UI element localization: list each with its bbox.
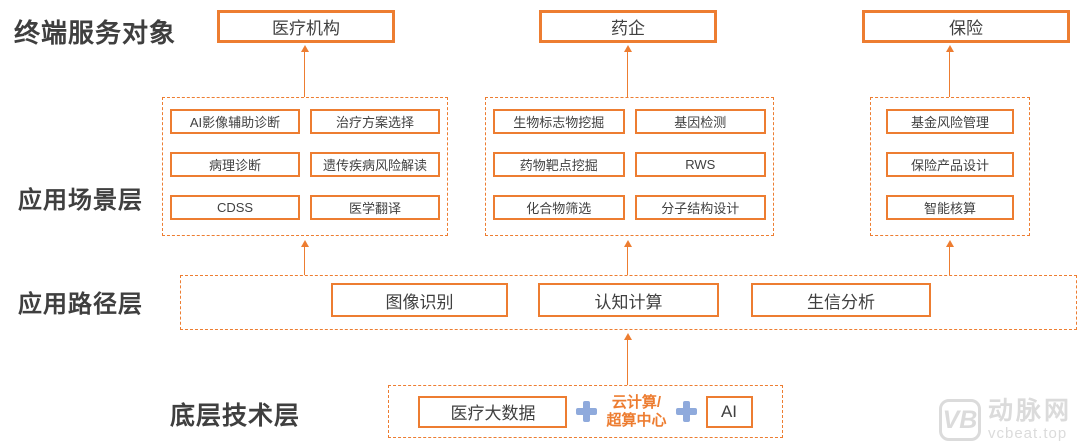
terminal-box-medical-institution: 医疗机构 — [217, 10, 395, 43]
scenario-item-cdss: CDSS — [170, 195, 300, 220]
plus-icon — [576, 401, 598, 422]
scenario-item-smart-accounting: 智能核算 — [886, 195, 1014, 220]
arrow-up-medical — [300, 45, 309, 97]
tech-box-medical-big-data: 医疗大数据 — [418, 395, 568, 428]
row-label-base-technology: 底层技术层 — [170, 402, 301, 430]
tech-label-cloud-supercomputing: 云计算/ 超算中心 — [606, 394, 666, 429]
tech-layer-container: 医疗大数据 云计算/ 超算中心 AI — [388, 385, 783, 438]
watermark-url: vcbeat.top — [987, 425, 1068, 442]
scenario-item-pathology: 病理诊断 — [170, 152, 300, 177]
scenario-item-treatment-plan: 治疗方案选择 — [310, 109, 440, 134]
path-box-bioinformatics: 生信分析 — [751, 283, 931, 317]
watermark-name: 动脉网 — [987, 397, 1072, 425]
arrow-up-insurance — [945, 45, 954, 97]
terminal-box-insurance: 保险 — [862, 10, 1070, 43]
scenario-item-medical-translation: 医学翻译 — [310, 195, 440, 220]
scenario-item-ai-imaging: AI影像辅助诊断 — [170, 109, 300, 134]
arrowhead-icon — [623, 240, 632, 247]
scenario-item-genetic-risk: 遗传疾病风险解读 — [310, 152, 440, 177]
arrowhead-icon — [623, 333, 632, 340]
scenario-item-biomarker-mining: 生物标志物挖掘 — [493, 109, 625, 134]
scenario-grid-pharma: 生物标志物挖掘 基因检测 药物靶点挖掘 RWS 化合物筛选 分子结构设计 — [486, 98, 773, 231]
watermark-text: 动脉网 vcbeat.top — [987, 397, 1072, 442]
scenario-item-insurance-product: 保险产品设计 — [886, 152, 1014, 177]
plus-icon — [675, 401, 697, 422]
scenario-item-gene-testing: 基因检测 — [634, 109, 766, 134]
scenario-group-medical: AI影像辅助诊断 治疗方案选择 病理诊断 遗传疾病风险解读 CDSS 医学翻译 — [162, 97, 448, 236]
arrow-up-to-path-layer — [623, 333, 632, 385]
cloud-line-2: 超算中心 — [606, 411, 667, 429]
arrow-up-pharma — [623, 45, 632, 97]
scenario-item-fund-risk: 基金风险管理 — [886, 109, 1014, 134]
arrowhead-icon — [300, 45, 309, 52]
arrow-up-to-insurance-group — [945, 240, 954, 275]
tech-box-ai: AI — [705, 395, 753, 428]
path-layer-container: 图像识别 认知计算 生信分析 — [180, 275, 1077, 330]
scenario-item-compound-screening: 化合物筛选 — [493, 195, 625, 220]
arrowhead-icon — [623, 45, 632, 52]
watermark: VB 动脉网 vcbeat.top — [938, 397, 1072, 442]
path-box-cognitive-computing: 认知计算 — [538, 283, 719, 317]
row-label-terminal-services: 终端服务对象 — [14, 18, 177, 48]
scenario-grid-insurance: 基金风险管理 保险产品设计 智能核算 — [871, 98, 1029, 231]
arrowhead-icon — [945, 240, 954, 247]
arrowhead-icon — [945, 45, 954, 52]
arrow-up-to-medical-group — [300, 240, 309, 275]
scenario-item-drug-target: 药物靶点挖掘 — [493, 152, 625, 177]
scenario-group-pharma: 生物标志物挖掘 基因检测 药物靶点挖掘 RWS 化合物筛选 分子结构设计 — [485, 97, 774, 236]
vcbeat-logo-icon: VB — [938, 399, 981, 441]
arrow-up-to-pharma-group — [623, 240, 632, 275]
cloud-line-1: 云计算/ — [611, 394, 662, 412]
row-label-application-scenario: 应用场景层 — [18, 187, 143, 214]
scenario-item-molecular-design: 分子结构设计 — [634, 195, 766, 220]
scenario-item-rws: RWS — [634, 152, 766, 177]
scenario-grid-medical: AI影像辅助诊断 治疗方案选择 病理诊断 遗传疾病风险解读 CDSS 医学翻译 — [163, 98, 447, 231]
arrowhead-icon — [300, 240, 309, 247]
path-box-image-recognition: 图像识别 — [331, 283, 508, 317]
terminal-box-pharma-company: 药企 — [539, 10, 717, 43]
scenario-group-insurance: 基金风险管理 保险产品设计 智能核算 — [870, 97, 1030, 236]
row-label-application-path: 应用路径层 — [18, 291, 143, 318]
